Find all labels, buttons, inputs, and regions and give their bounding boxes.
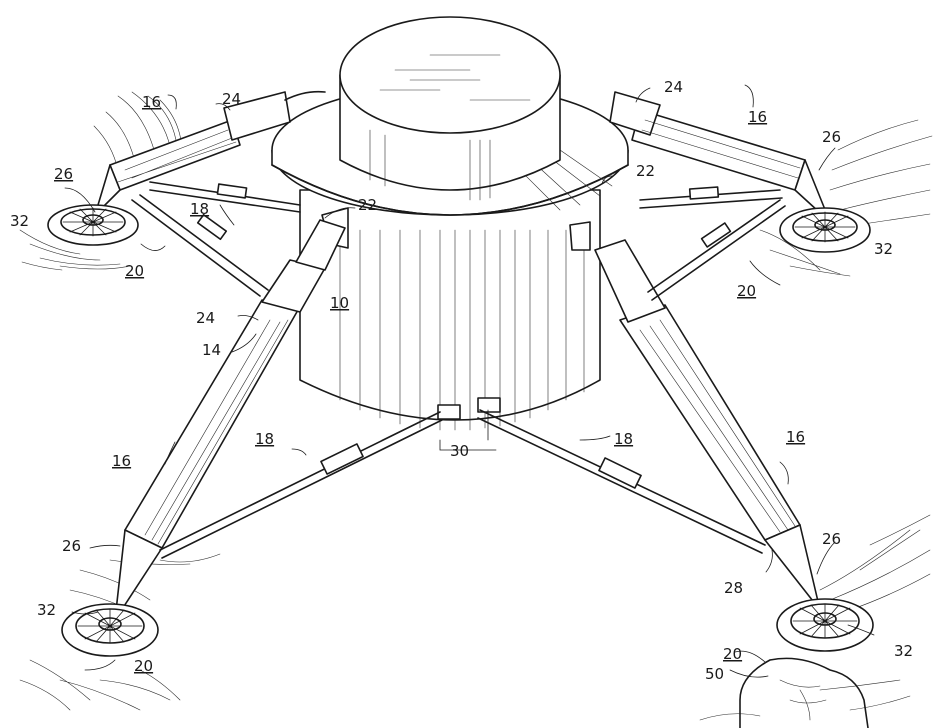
- label-28: 28: [724, 579, 743, 597]
- struts: [131, 181, 786, 559]
- label-16-topleft: 16: [142, 93, 161, 111]
- terrain-bottom-right: [699, 514, 931, 728]
- leg-bottom-right: [594, 239, 821, 611]
- pad-top-right: [779, 207, 871, 253]
- central-body: [271, 16, 629, 431]
- label-14: 14: [202, 341, 221, 359]
- label-24-front: 24: [196, 309, 215, 327]
- label-50: 50: [705, 665, 724, 683]
- label-32-topright: 32: [874, 240, 893, 258]
- label-20-right: 20: [737, 282, 756, 300]
- leader-lines: [64, 84, 875, 678]
- label-18-topleft: 18: [190, 200, 209, 218]
- terrain-top-left: [19, 91, 183, 271]
- pad-top-left: [47, 204, 139, 246]
- label-32-topleft: 32: [10, 212, 29, 230]
- leg-top-right: [609, 91, 831, 223]
- reference-labels: 10 14 16 16 16 16 18 18 18 20 20 20 20 2…: [10, 78, 913, 683]
- label-10: 10: [330, 294, 349, 312]
- label-26-bottomright: 26: [822, 530, 841, 548]
- label-16-topright: 16: [748, 108, 767, 126]
- label-20-bottomleft: 20: [134, 657, 153, 675]
- label-16-bottomright: 16: [786, 428, 805, 446]
- label-20-topleft: 20: [125, 262, 144, 280]
- label-24-topright: 24: [664, 78, 683, 96]
- label-26-topright: 26: [822, 128, 841, 146]
- label-26-bottomleft: 26: [62, 537, 81, 555]
- pad-bottom-right: [776, 598, 874, 652]
- label-32-bottomright: 32: [894, 642, 913, 660]
- label-18-right: 18: [614, 430, 633, 448]
- label-22-left: 22: [358, 196, 377, 214]
- label-22-right: 22: [636, 162, 655, 180]
- label-26-topleft: 26: [54, 165, 73, 183]
- label-24-topleft: 24: [222, 90, 241, 108]
- foot-pads: [47, 204, 874, 657]
- label-20-bottomright: 20: [723, 645, 742, 663]
- leg-top-left: [94, 90, 326, 216]
- label-16-bottomleft: 16: [112, 452, 131, 470]
- terrain-bottom-left: [19, 553, 221, 711]
- pad-bottom-left: [61, 603, 159, 657]
- label-18-front: 18: [255, 430, 274, 448]
- label-30: 30: [450, 442, 469, 460]
- leg-bottom-left: [114, 219, 346, 621]
- label-32-bottomleft: 32: [37, 601, 56, 619]
- terrain-top-right: [759, 119, 933, 277]
